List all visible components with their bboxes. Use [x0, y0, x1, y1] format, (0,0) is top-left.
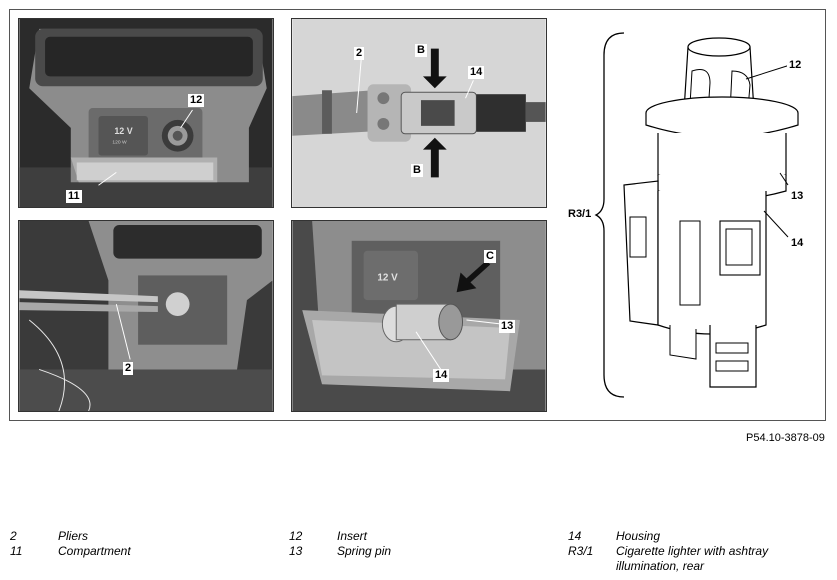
legend-number: 12	[289, 529, 303, 543]
socket-label-12v: 12 V	[114, 126, 132, 136]
legend-text: Spring pin	[337, 544, 392, 558]
callout-compartment-11: 11	[66, 190, 82, 203]
legend-item: 13 Spring pin	[289, 544, 512, 559]
callout-drawing-housing-14: 14	[789, 237, 806, 250]
legend-number: R3/1	[568, 544, 594, 558]
callout-drawing-insert-12: 12	[787, 59, 804, 72]
callout-spring-pin-13: 13	[499, 320, 516, 333]
figure-code: P54.10-3878-09	[746, 432, 825, 444]
callout-insert-12: 12	[188, 94, 205, 107]
photo-insert-removal: 12 V	[291, 220, 547, 412]
legend-text: Compartment	[58, 544, 131, 558]
callout-drawing-spring-pin-13: 13	[789, 190, 806, 203]
insert-removal-illustration: 12 V	[292, 221, 546, 411]
legend-number: 13	[289, 544, 303, 558]
socket-label-12v-bottom: 12 V	[377, 272, 398, 283]
legend-text: Pliers	[58, 529, 89, 543]
callout-arrow-c: C	[484, 250, 496, 263]
callout-arrow-b-bottom: B	[411, 164, 423, 177]
legend-column-2: 12 Insert 13 Spring pin	[289, 529, 512, 559]
photo-pliers-socket	[18, 220, 274, 412]
callout-pliers-2-top: 2	[354, 47, 365, 60]
callout-arrow-b-top: B	[415, 44, 427, 57]
legend-text: Insert	[337, 529, 368, 543]
legend-number: 14	[568, 529, 582, 543]
legend-item: 14 Housing	[568, 529, 806, 544]
lighter-line-drawing	[594, 32, 799, 398]
callout-pliers-2-bottom: 2	[123, 362, 134, 375]
legend-text: Cigarette lighter with ashtray illuminat…	[616, 544, 769, 573]
legend-number: 2	[10, 529, 17, 543]
pliers-socket-illustration	[19, 221, 273, 411]
legend-text: Housing	[616, 529, 661, 543]
legend-number: 11	[10, 544, 23, 558]
callout-drawing-r31: R3/1	[566, 208, 594, 221]
legend-item: 12 Insert	[289, 529, 512, 544]
legend-item: 2 Pliers	[10, 529, 233, 544]
photo-rear-console: 12 V 120 W	[18, 18, 274, 208]
callout-housing-14-bottom: 14	[433, 369, 450, 382]
socket-label-120w: 120 W	[112, 140, 127, 146]
legend-column-3: 14 Housing R3/1 Cigarette lighter with a…	[568, 529, 806, 574]
legend-item: 11 Compartment	[10, 544, 233, 559]
rear-console-illustration: 12 V 120 W	[19, 19, 273, 207]
callout-housing-14-top: 14	[468, 66, 485, 79]
group-bracket	[594, 32, 625, 398]
legend-item: R3/1 Cigarette lighter with ashtray illu…	[568, 544, 806, 574]
legend-column-1: 2 Pliers 11 Compartment	[10, 529, 233, 559]
